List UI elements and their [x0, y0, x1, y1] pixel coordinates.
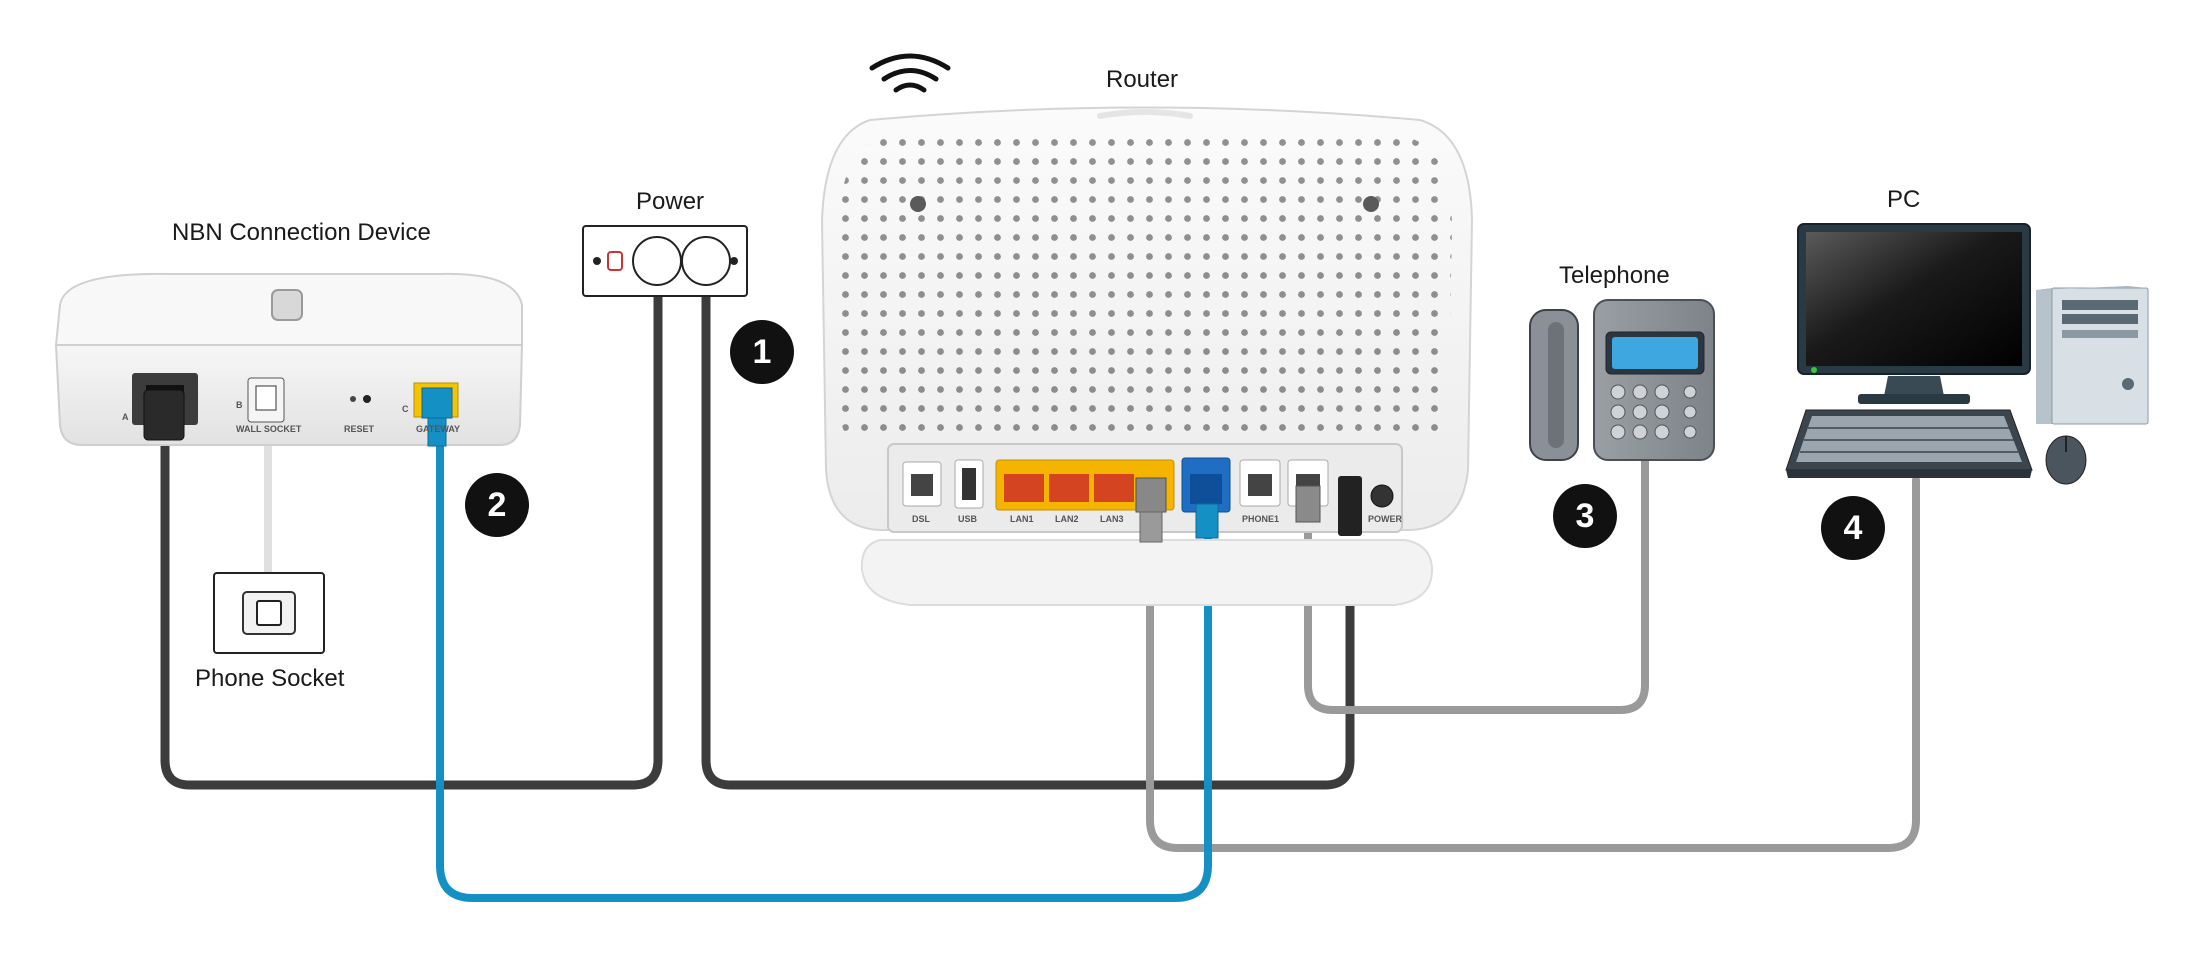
router-port-dsl-label: DSL [912, 514, 931, 524]
step-badge-1: 1 [730, 320, 794, 384]
step-badge-4: 4 [1821, 496, 1885, 560]
telephone-label: Telephone [1559, 262, 1670, 289]
step-badge-2: 2 [465, 473, 529, 537]
telephone [1529, 299, 1715, 461]
router: DSL USB LAN1 LAN2 LAN3 PHONE1 POWER [820, 106, 1474, 606]
router-label: Router [1106, 66, 1179, 93]
nbn-device-label: NBN Connection Device [172, 219, 431, 246]
router-port-lan2-label: LAN2 [1055, 514, 1079, 524]
nbn-port-wall-socket-label: WALL SOCKET [236, 424, 302, 434]
phone-wall-socket [213, 572, 325, 654]
router-port-lan1-label: LAN1 [1010, 514, 1034, 524]
pc-label: PC [1887, 186, 1921, 213]
router-port-usb-label: USB [958, 514, 978, 524]
router-port-phone-label: PHONE1 [1242, 514, 1279, 524]
power-cable-nbn [160, 285, 663, 790]
power-cable-router [701, 285, 1355, 790]
pc [1785, 223, 2149, 485]
nbn-port-c-label: C [402, 404, 409, 414]
power-socket [582, 225, 748, 297]
router-port-lan3-label: LAN3 [1100, 514, 1124, 524]
step-badge-3: 3 [1553, 484, 1617, 548]
wan-ethernet-cable [436, 441, 1212, 902]
power-label: Power [636, 188, 705, 215]
telephone-cable [1304, 456, 1649, 714]
nbn-port-gateway-label: GATEWAY [416, 424, 460, 434]
nbn-port-a-label: A [122, 412, 129, 422]
nbn-port-reset-label: RESET [344, 424, 375, 434]
phone-socket-label: Phone Socket [195, 665, 345, 692]
nbn-connection-device: A B RESET C WALL SOCKET GATEWAY [54, 272, 524, 447]
wifi-icon [869, 53, 951, 93]
nbn-port-b-label: B [236, 400, 243, 410]
router-port-power-label: POWER [1368, 514, 1403, 524]
pc-ethernet-cable [1146, 476, 1920, 852]
